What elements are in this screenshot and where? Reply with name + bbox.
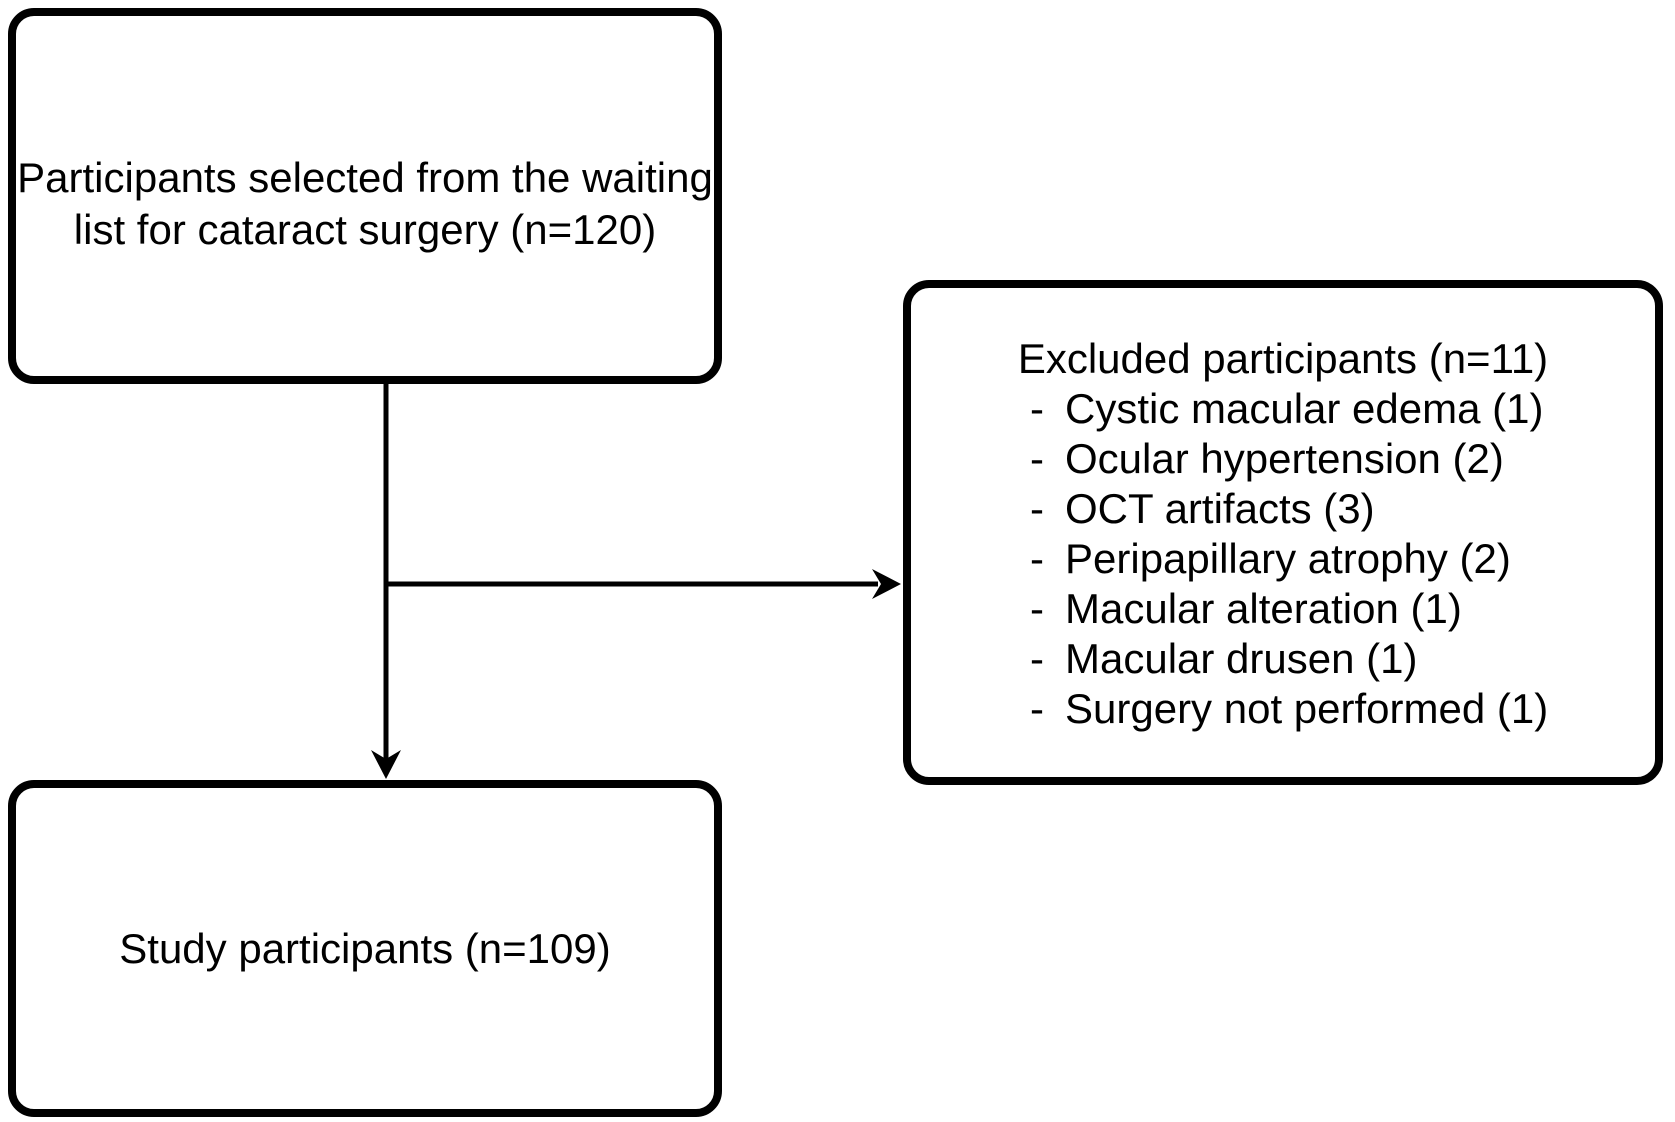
source-box: Participants selected from the waiting l… [8, 8, 722, 384]
source-box-text-line2: list for cataract surgery (n=120) [73, 206, 657, 253]
excluded-reason-label: Macular drusen (1) [1065, 635, 1418, 682]
study-box: Study participants (n=109) [8, 780, 722, 1117]
dash-bullet: - [1030, 435, 1044, 482]
down-arrowhead-icon [371, 750, 401, 779]
right-arrowhead-icon [872, 569, 901, 599]
excluded-box: Excluded participants (n=11) - Cystic ma… [903, 280, 1663, 785]
excluded-reason-label: OCT artifacts (3) [1065, 485, 1375, 532]
excluded-reason-item: - Surgery not performed (1) [1030, 684, 1655, 734]
excluded-reason-label: Cystic macular edema (1) [1065, 385, 1544, 432]
dash-bullet: - [1030, 535, 1044, 582]
excluded-reason-label: Surgery not performed (1) [1065, 685, 1549, 732]
study-box-text: Study participants (n=109) [119, 924, 611, 972]
dash-bullet: - [1030, 585, 1044, 632]
excluded-box-title: Excluded participants (n=11) [1017, 335, 1549, 382]
dash-bullet: - [1030, 635, 1044, 682]
excluded-reason-label: Peripapillary atrophy (2) [1065, 535, 1511, 582]
excluded-reason-item: - Peripapillary atrophy (2) [1030, 534, 1655, 584]
excluded-reason-item: - Macular drusen (1) [1030, 634, 1655, 684]
excluded-reason-label: Ocular hypertension (2) [1065, 435, 1504, 482]
dash-bullet: - [1030, 385, 1044, 432]
excluded-reason-item: - Ocular hypertension (2) [1030, 434, 1655, 484]
excluded-reason-label: Macular alteration (1) [1065, 585, 1462, 632]
source-box-text-line1: Participants selected from the waiting [17, 154, 713, 201]
dash-bullet: - [1030, 685, 1044, 732]
excluded-reason-item: - Cystic macular edema (1) [1030, 384, 1655, 434]
excluded-reason-item: - Macular alteration (1) [1030, 584, 1655, 634]
excluded-reason-item: - OCT artifacts (3) [1030, 484, 1655, 534]
dash-bullet: - [1030, 485, 1044, 532]
excluded-reasons-list: - Cystic macular edema (1) - Ocular hype… [911, 384, 1655, 734]
